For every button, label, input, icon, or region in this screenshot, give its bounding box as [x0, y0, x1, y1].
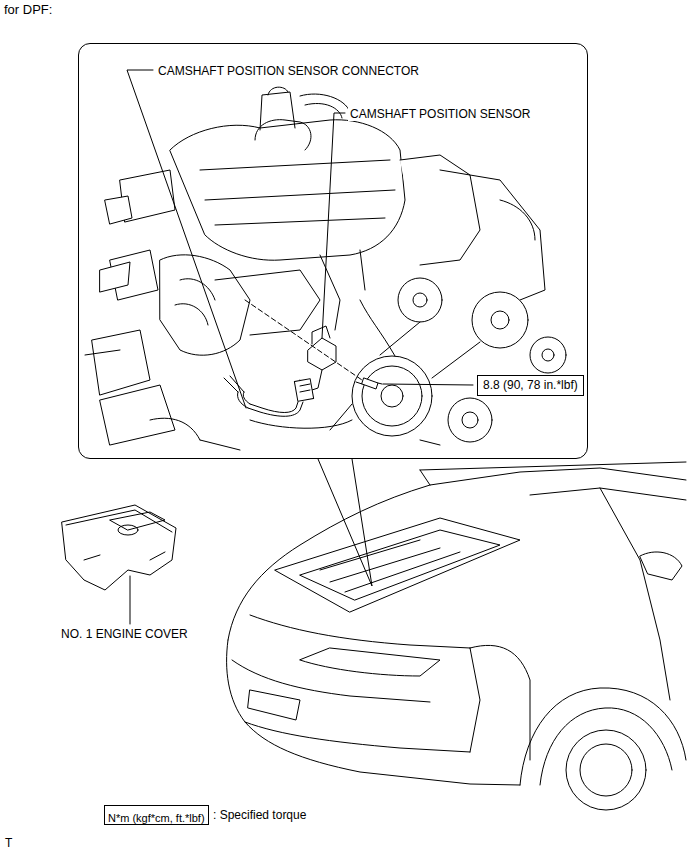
part-label: CAMSHAFT POSITION SENSOR: [348, 107, 532, 121]
torque-box: 8.8 (90, 78 in.*lbf): [477, 375, 584, 396]
car-drawing: [227, 462, 686, 810]
torque-legend-box: N*m (kgf*cm, ft.*lbf): [104, 805, 209, 825]
figure-code: T: [4, 836, 13, 850]
legend-text: : Specified torque: [212, 808, 307, 822]
engine-cover-drawing: [62, 505, 176, 624]
part-label: CAMSHAFT POSITION SENSOR CONNECTOR: [156, 64, 421, 78]
part-label: NO. 1 ENGINE COVER: [60, 627, 189, 641]
torque-value: N*m (kgf*cm, ft.*lbf): [108, 812, 205, 825]
inset-frame: CAMSHAFT POSITION SENSOR CONNECTOR CAMSHA…: [78, 43, 588, 459]
torque-value: 8.8 (90, 78 in.*lbf): [481, 378, 580, 392]
section-title: for DPF:: [3, 2, 53, 18]
